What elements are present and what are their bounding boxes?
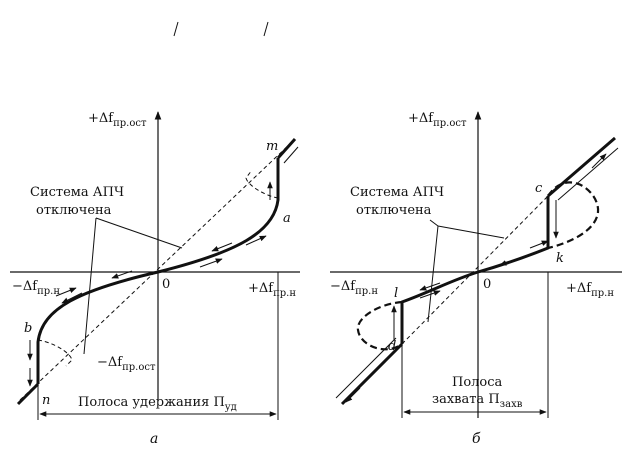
panel-a-caption: а xyxy=(150,431,158,447)
panel-b-leader xyxy=(427,225,439,323)
panel-b-arrow xyxy=(345,387,361,403)
panel-a-point-m: m xyxy=(266,139,278,154)
panel-a-x-left-label: −Δfпр.н xyxy=(12,279,60,297)
panel-a-leader xyxy=(83,217,97,355)
panel-b-diagonal-top-thin xyxy=(557,147,619,201)
panel-b-point-k: k xyxy=(556,251,564,266)
panel-a-arrow xyxy=(211,242,233,252)
panel-b-loop-upper xyxy=(547,181,600,250)
panel-a-arrow xyxy=(245,235,267,246)
panel-a-loop-lower xyxy=(37,339,73,367)
panel-b-loop-lower xyxy=(356,300,403,351)
panel-b-point-c: c xyxy=(535,181,543,196)
panel-a-leader xyxy=(95,217,183,249)
panel-a-note-line1: Система АПЧ xyxy=(30,185,124,200)
panel-a-origin-label: 0 xyxy=(162,277,170,292)
panel-b-y-top-label: +Δfпр.ост xyxy=(408,111,467,129)
panel-a-note-line2: отключена xyxy=(36,203,112,218)
panel-a-diagonal-bottom xyxy=(16,382,40,406)
panel-b-note-line1: Система АПЧ xyxy=(350,185,444,200)
panel-b-arrow xyxy=(529,240,549,249)
top-stray-mark xyxy=(173,21,179,37)
panel-b-arrow xyxy=(591,153,607,169)
panel-b-note-line2: отключена xyxy=(356,203,432,218)
panel-a-residual-curve xyxy=(36,158,280,384)
panel-a-y-bottom-label: −Δfпр.ост xyxy=(97,355,156,373)
panel-b-arrow xyxy=(419,282,441,291)
panel-a-point-n: n xyxy=(42,393,50,408)
top-stray-mark xyxy=(263,21,269,37)
panel-b-x-right-label: +Δfпр.н xyxy=(566,281,614,299)
panel-b-arrow xyxy=(419,290,441,299)
panel-b-x-left-label: −Δfпр.н xyxy=(330,279,378,297)
panel-b-diagonal-bottom xyxy=(340,342,404,406)
panel-b-diagonal-top xyxy=(547,136,616,198)
panel-b-band-label-line1: Полоса xyxy=(452,375,503,390)
panel-a-arrow xyxy=(111,270,133,279)
panel-b-caption: б xyxy=(472,431,481,447)
panel-a-point-a: a xyxy=(283,211,291,226)
panel-a-diagonal-top-thin xyxy=(283,146,299,164)
panel-a-y-top-label: +Δfпр.ост xyxy=(88,111,147,129)
panel-b-origin-label: 0 xyxy=(483,277,491,292)
panel-b-point-d: d xyxy=(388,339,396,354)
panel-b-arrow xyxy=(499,257,521,266)
panel-b-locked-curve xyxy=(400,196,550,344)
panel-a-band-label: Полоса удержания Пуд xyxy=(78,395,237,413)
panel-b-leader xyxy=(429,219,439,227)
panel-b-point-l: l xyxy=(394,286,398,301)
panel-a-arrow xyxy=(199,258,223,268)
panel-a: +Δfпр.ост +Δfпр.н −Δfпр.н −Δfпр.ост 0 m … xyxy=(10,111,300,447)
panel-b-band-label-line2: захвата Пзахв xyxy=(432,392,523,410)
panel-b-diagonal-dashed xyxy=(401,195,549,345)
panel-a-diagonal-top xyxy=(276,137,297,160)
panel-a-arrow xyxy=(61,292,83,304)
panel-a-loop-upper xyxy=(245,169,279,199)
panel-a-x-right-label: +Δfпр.н xyxy=(248,281,296,299)
panel-b-leader xyxy=(437,225,505,239)
panel-a-point-b: b xyxy=(24,321,32,336)
panel-a-arrow xyxy=(55,287,77,297)
panel-b: +Δfпр.ост +Δfпр.н −Δfпр.н 0 c k l d Сист… xyxy=(330,111,622,447)
panel-b-diagonal-bottom-thin xyxy=(335,337,397,399)
